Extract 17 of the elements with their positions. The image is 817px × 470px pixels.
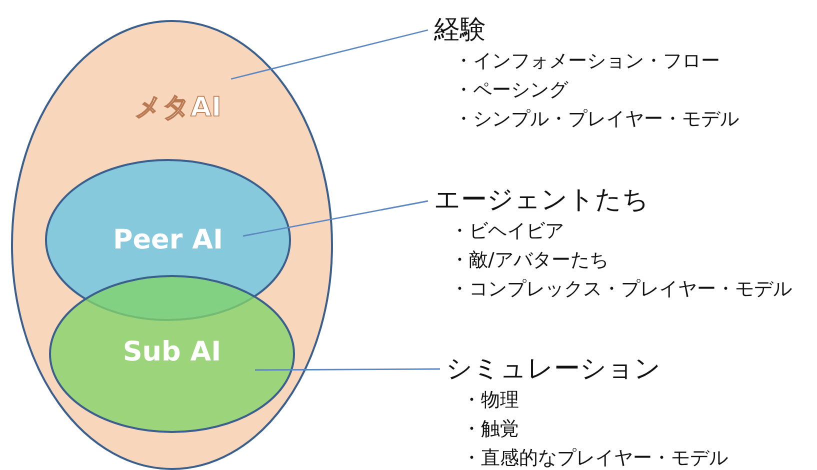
leader-line xyxy=(230,29,428,80)
bullet-item: ・シンプル・プレイヤー・モデル xyxy=(454,107,739,132)
bullet-item: ・インフォメーション・フロー xyxy=(454,49,721,74)
bullet-item: ・ビヘイビア xyxy=(450,219,565,244)
ellipse-label: Peer AI xyxy=(112,224,224,256)
heading-text: シミュレーション xyxy=(446,353,662,386)
bullet-item: ・直感的なプレイヤー・モデル xyxy=(462,446,728,470)
bullet-item: ・敵/アバターたち xyxy=(450,248,610,273)
bullet-item: ・触覚 xyxy=(462,417,520,442)
bullet-item: ・物理 xyxy=(462,388,520,413)
bullet-item: ・ペーシング xyxy=(454,78,570,103)
leader-line xyxy=(242,200,428,237)
ellipse-label: Sub AI xyxy=(122,336,222,368)
heading-text: エージェントたち xyxy=(434,184,650,217)
ellipse-label: メタAI xyxy=(134,91,222,125)
heading-text: 経験 xyxy=(434,14,487,47)
bullet-item: ・コンプレックス・プレイヤー・モデル xyxy=(450,277,792,302)
